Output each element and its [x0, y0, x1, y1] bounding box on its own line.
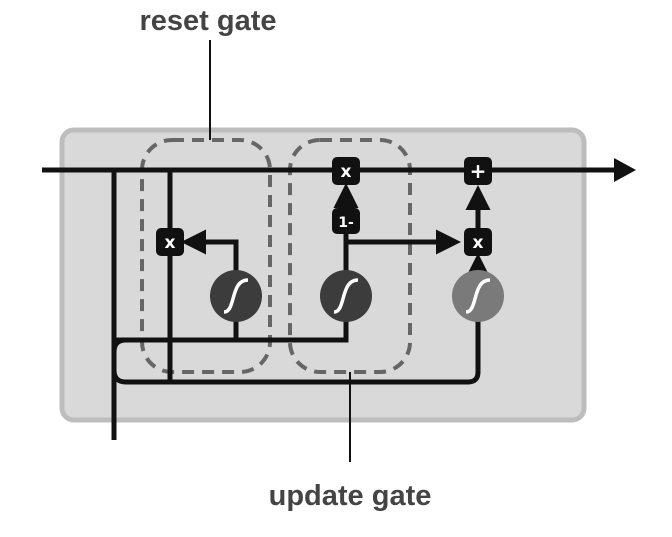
one-minus-label: 1-	[338, 215, 354, 231]
one-minus-operator: 1-	[332, 208, 360, 234]
tanh-icon	[452, 270, 504, 322]
reset-gate-label: reset gate	[139, 5, 276, 37]
reset-sigmoid-to-multiply	[181, 229, 239, 272]
candidate-multiply-operator: x	[464, 228, 492, 256]
update-gate-region	[288, 138, 412, 374]
update-multiply-label: x	[341, 162, 352, 182]
hidden-state-output-arrow	[614, 158, 636, 182]
reset-multiply-operator: x	[156, 228, 184, 256]
hprev-to-reset-sigmoid	[114, 318, 239, 343]
reset-multiply-label: x	[165, 233, 176, 253]
sigmoid-icon	[320, 270, 372, 322]
update-gate-label: update gate	[269, 480, 432, 512]
cell-background	[59, 127, 587, 423]
input-junction-lower	[111, 318, 481, 385]
add-label: +	[470, 159, 487, 183]
reset-gate-region	[140, 138, 272, 374]
add-operator: +	[464, 157, 492, 185]
candidate-multiply-label: x	[473, 233, 484, 253]
sigmoid-icon	[210, 270, 262, 322]
update-multiply-operator: x	[332, 157, 360, 185]
